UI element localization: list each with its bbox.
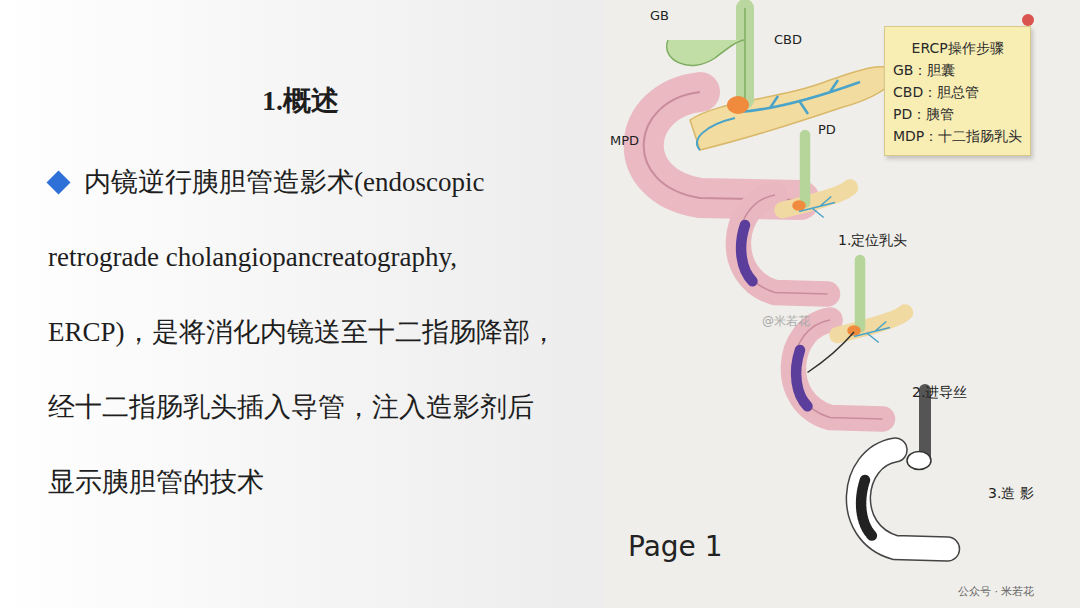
part-label: CBD [774, 32, 802, 47]
part-label: PD [818, 122, 836, 137]
part-label: MPD [610, 133, 639, 148]
step-label: 2.进导丝 [912, 384, 967, 402]
part-label: GB [650, 8, 669, 23]
step-label: 1.定位乳头 [838, 232, 907, 250]
body-text: 内镜逆行胰胆管造影术(endoscopic retrograde cholang… [48, 145, 560, 520]
page-label: Page 1 [628, 530, 723, 563]
note-item: GB：胆囊 [893, 59, 1022, 81]
note-heading: ERCP操作步骤 [893, 37, 1022, 59]
step-label: 3.造 影 [988, 485, 1034, 503]
note-item: PD：胰管 [893, 103, 1022, 125]
watermark: @米若花 [762, 313, 810, 330]
slide-title: 1.概述 [262, 82, 339, 120]
watermark: 公众号 · 米若花 [958, 584, 1035, 599]
sticky-note: ERCP操作步骤GB：胆囊CBD：胆总管PD：胰管MDP：十二指肠乳头 [884, 26, 1031, 156]
note-item: MDP：十二指肠乳头 [893, 125, 1022, 147]
note-item: CBD：胆总管 [893, 81, 1022, 103]
